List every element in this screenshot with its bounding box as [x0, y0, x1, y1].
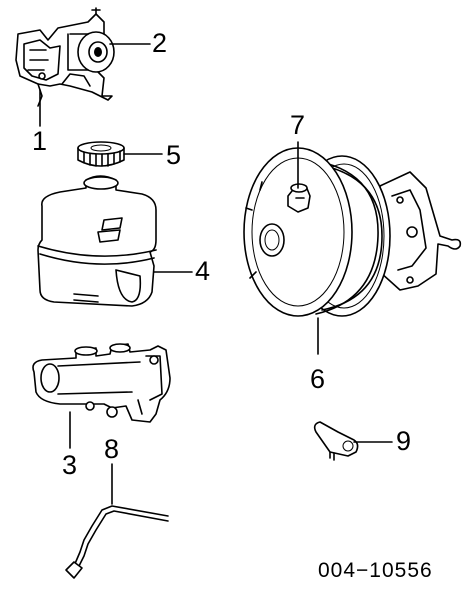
callout-7: 7 [290, 110, 306, 140]
callout-8: 8 [104, 434, 120, 464]
callout-1: 1 [32, 126, 48, 156]
callout-4: 4 [195, 256, 211, 286]
reservoir-icon [37, 175, 157, 307]
leader-lines [39, 43, 393, 505]
booster-icon [243, 147, 462, 317]
callout-6: 6 [310, 364, 326, 394]
callout-9: 9 [396, 426, 412, 456]
valve-icon [287, 183, 311, 213]
master-cylinder-icon [32, 343, 171, 423]
diagram-code: 004−10556 [318, 559, 433, 582]
cap-icon [77, 141, 125, 167]
callout-2: 2 [152, 28, 168, 58]
sensor-icon [313, 421, 359, 461]
brake-line-icon [65, 505, 169, 579]
motor-icon [67, 31, 115, 73]
callout-3: 3 [62, 450, 78, 480]
callout-5: 5 [166, 140, 182, 170]
